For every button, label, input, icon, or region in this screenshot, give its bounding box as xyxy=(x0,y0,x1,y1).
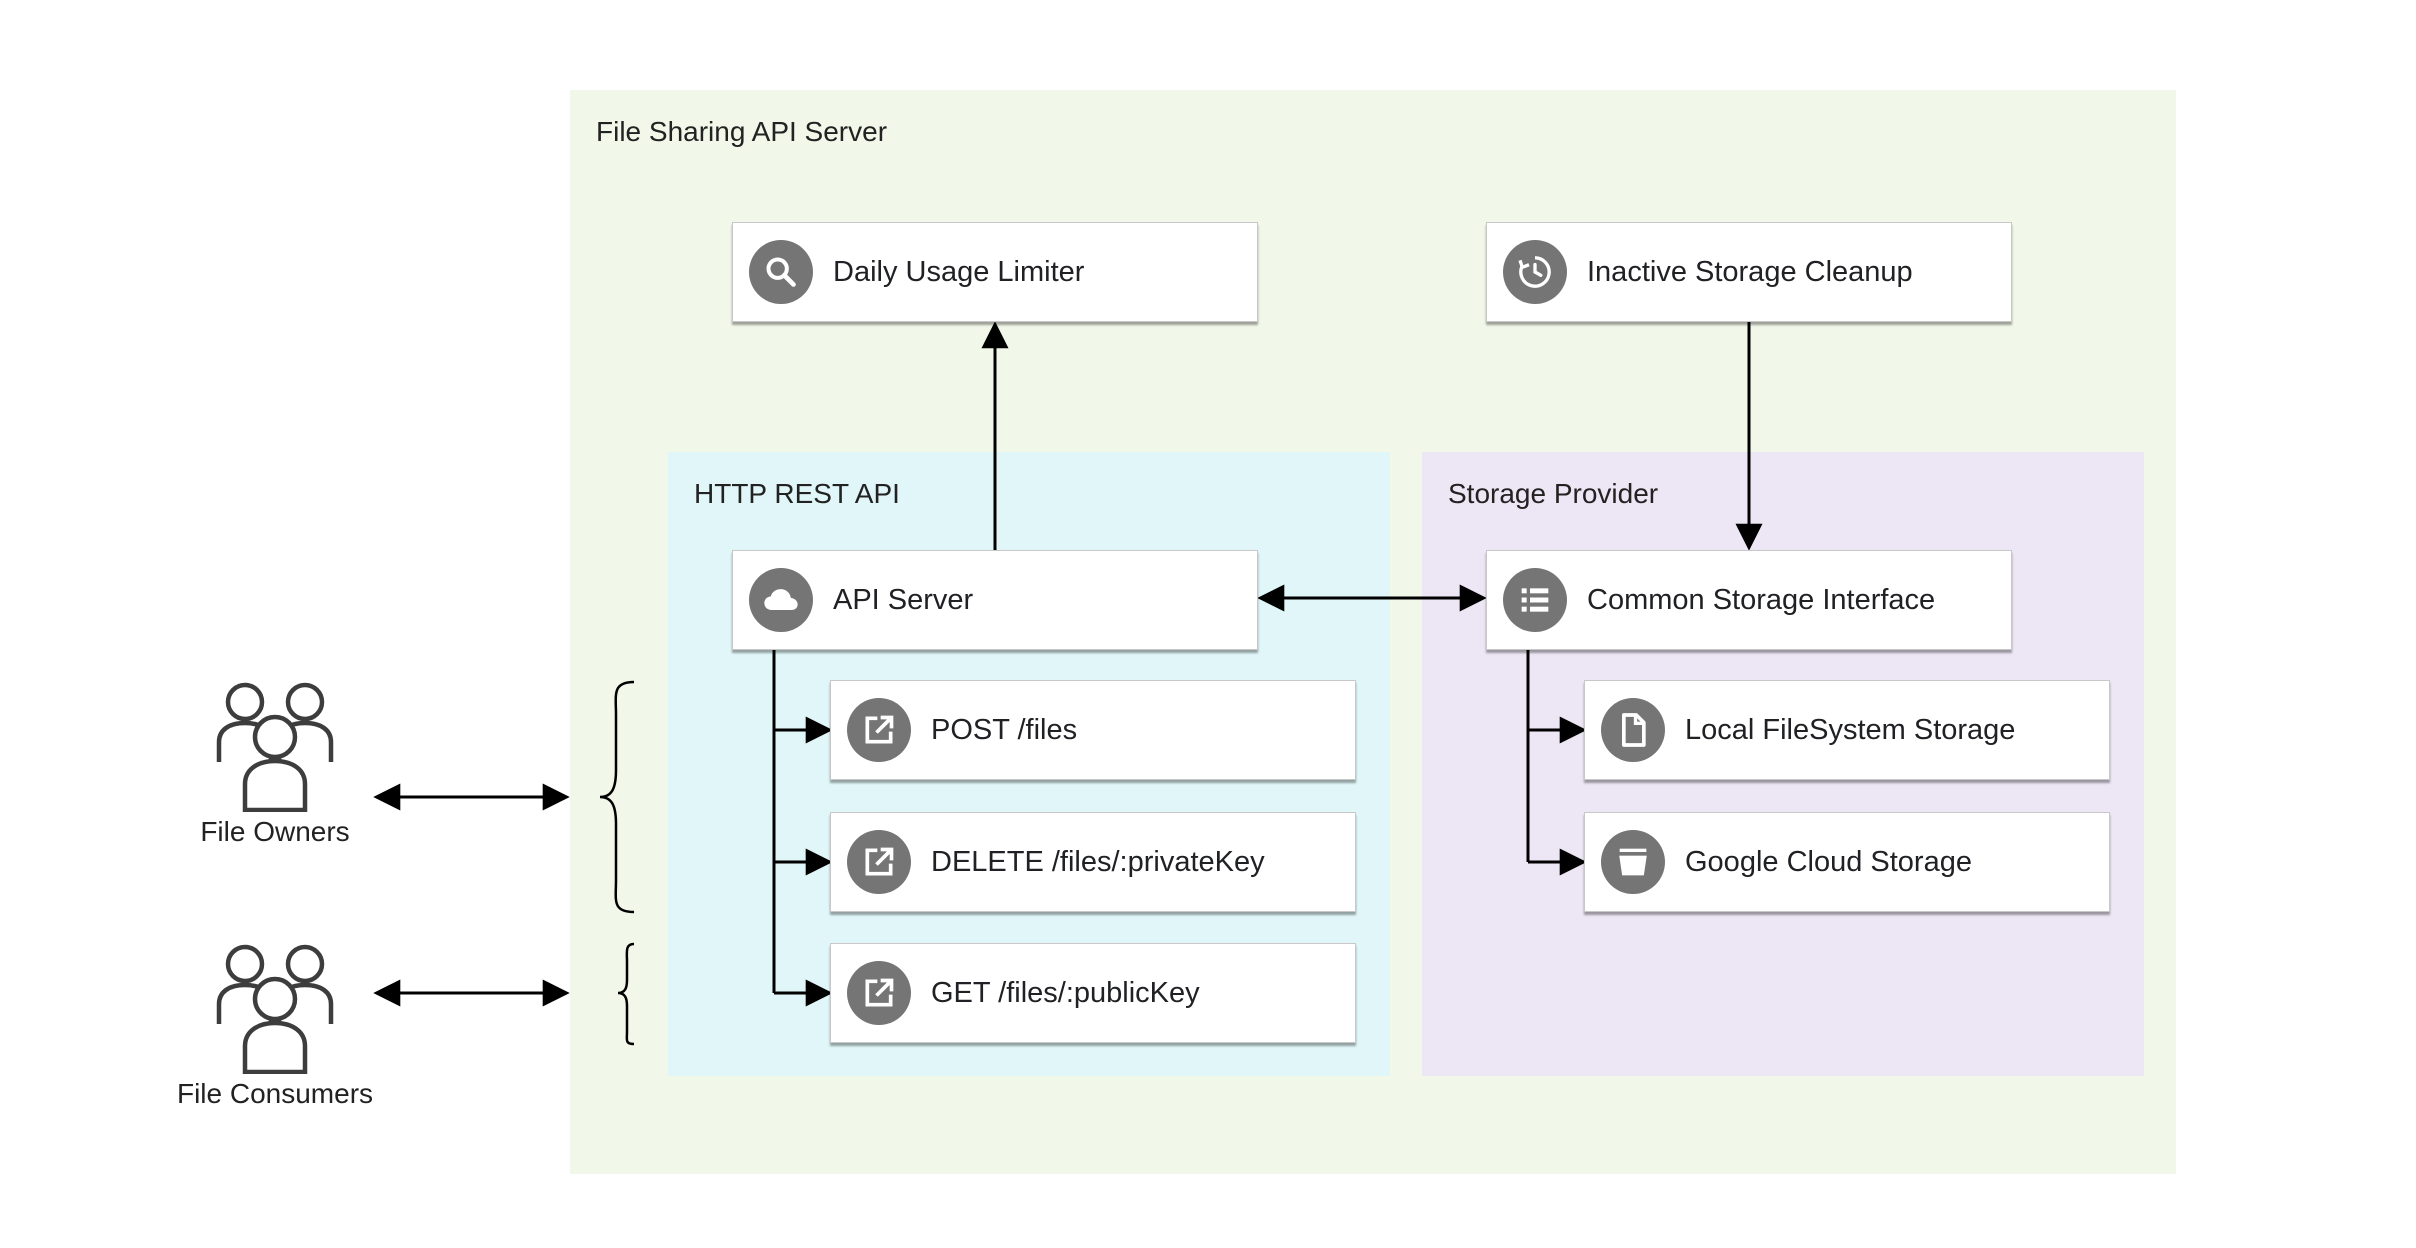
open-in-new-icon xyxy=(847,961,911,1025)
node-label: Google Cloud Storage xyxy=(1685,845,1972,878)
node-label: POST /files xyxy=(931,713,1078,746)
rest-region-title: HTTP REST API xyxy=(694,478,900,509)
common-storage-interface-node[interactable]: Common Storage Interface xyxy=(1486,550,2012,650)
local-filesystem-storage-node[interactable]: Local FileSystem Storage xyxy=(1584,680,2110,780)
search-icon xyxy=(749,240,813,304)
owners-brace xyxy=(599,680,635,914)
open-in-new-icon xyxy=(847,830,911,894)
history-icon xyxy=(1503,240,1567,304)
node-label: Common Storage Interface xyxy=(1587,583,1936,616)
node-label: GET /files/:publicKey xyxy=(931,976,1200,1009)
file-consumers-actor: File Consumers xyxy=(150,942,400,1110)
node-label: API Server xyxy=(833,583,974,616)
actor-label: File Owners xyxy=(200,816,350,847)
get-files-node[interactable]: GET /files/:publicKey xyxy=(830,943,1356,1043)
post-files-node[interactable]: POST /files xyxy=(830,680,1356,780)
node-label: Daily Usage Limiter xyxy=(833,255,1085,288)
node-label: Local FileSystem Storage xyxy=(1685,713,2016,746)
actor-label: File Consumers xyxy=(176,1078,374,1109)
delete-files-node[interactable]: DELETE /files/:privateKey xyxy=(830,812,1356,912)
file-owners-actor: File Owners xyxy=(170,680,380,848)
list-icon xyxy=(1503,568,1567,632)
api-server-node[interactable]: API Server xyxy=(732,550,1258,650)
daily-usage-limiter-node[interactable]: Daily Usage Limiter xyxy=(732,222,1258,322)
file-icon xyxy=(1601,698,1665,762)
google-cloud-storage-node[interactable]: Google Cloud Storage xyxy=(1584,812,2110,912)
outer-region-title: File Sharing API Server xyxy=(596,116,888,147)
users-icon xyxy=(216,682,334,812)
users-icon xyxy=(216,944,334,1074)
node-label: DELETE /files/:privateKey xyxy=(931,845,1265,878)
cloud-icon xyxy=(749,568,813,632)
bucket-icon xyxy=(1601,830,1665,894)
node-label: Inactive Storage Cleanup xyxy=(1587,255,1913,288)
inactive-storage-cleanup-node[interactable]: Inactive Storage Cleanup xyxy=(1486,222,2012,322)
consumers-brace xyxy=(617,942,635,1046)
storage-region-title: Storage Provider xyxy=(1448,478,1659,509)
open-in-new-icon xyxy=(847,698,911,762)
